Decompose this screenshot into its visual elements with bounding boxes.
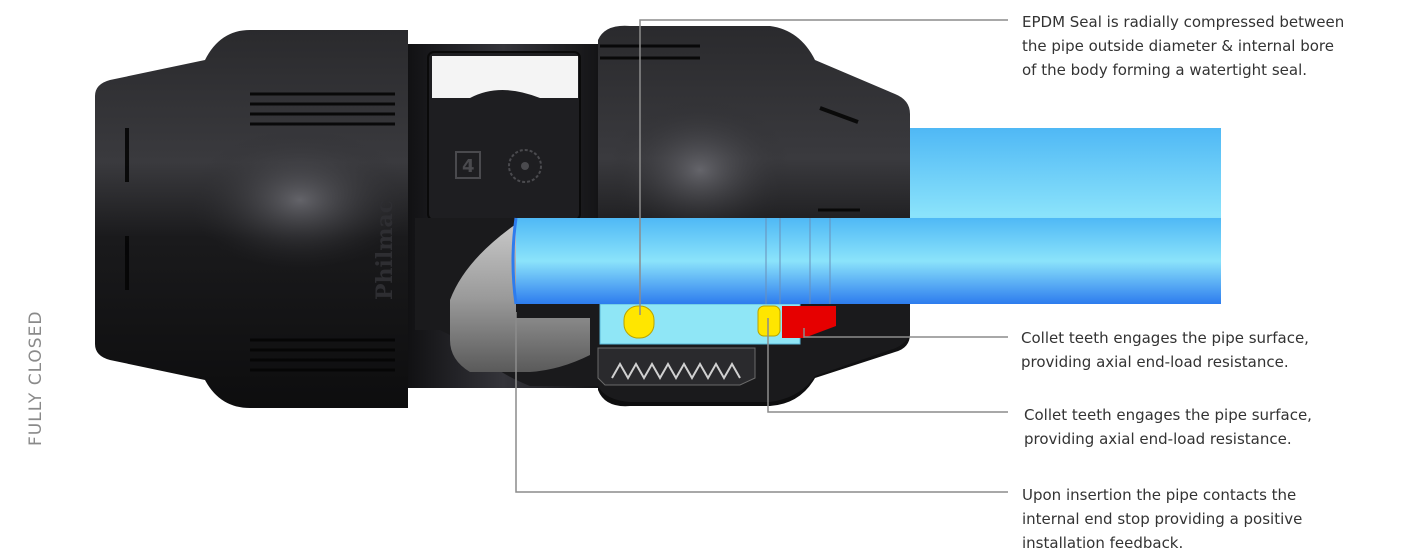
callout-collet-teeth-1: Collet teeth engages the pipe surface, p… [1021, 329, 1309, 371]
pipe-inserted [516, 218, 1221, 304]
size-mark-box [455, 151, 481, 179]
right-body-grooves [600, 44, 860, 212]
callout-end-stop: Upon insertion the pipe contacts the int… [1022, 486, 1303, 552]
callout-epdm-seal: EPDM Seal is radially compressed between… [1022, 13, 1345, 79]
pipe-reference-lines [765, 218, 831, 304]
right-body-sheen [610, 100, 790, 240]
leader-collet-1 [803, 328, 1008, 338]
window-notch [432, 56, 578, 98]
leader-lines [515, 19, 1008, 493]
pipe-end [511, 217, 518, 305]
left-cap-grooves [125, 92, 395, 372]
date-dial-icon [508, 149, 542, 183]
epdm-seal [623, 305, 655, 339]
internal-end-stop [450, 224, 590, 372]
leader-end-stop [515, 312, 1008, 493]
brand-mark: Philmac [372, 200, 398, 300]
collet-yellow [757, 305, 781, 337]
left-cap-sheen [190, 130, 410, 270]
leader-epdm [639, 19, 1008, 315]
callout-collet-teeth-2: Collet teeth engages the pipe surface, p… [1024, 406, 1312, 448]
collet-body [597, 347, 756, 386]
collet-teeth [611, 361, 741, 381]
date-dial-center [521, 162, 529, 170]
size-mark: 4 [462, 156, 475, 177]
status-label: FULLY CLOSED [26, 310, 46, 446]
leader-collet-2 [767, 318, 1008, 413]
collet-red-teeth [782, 306, 836, 338]
